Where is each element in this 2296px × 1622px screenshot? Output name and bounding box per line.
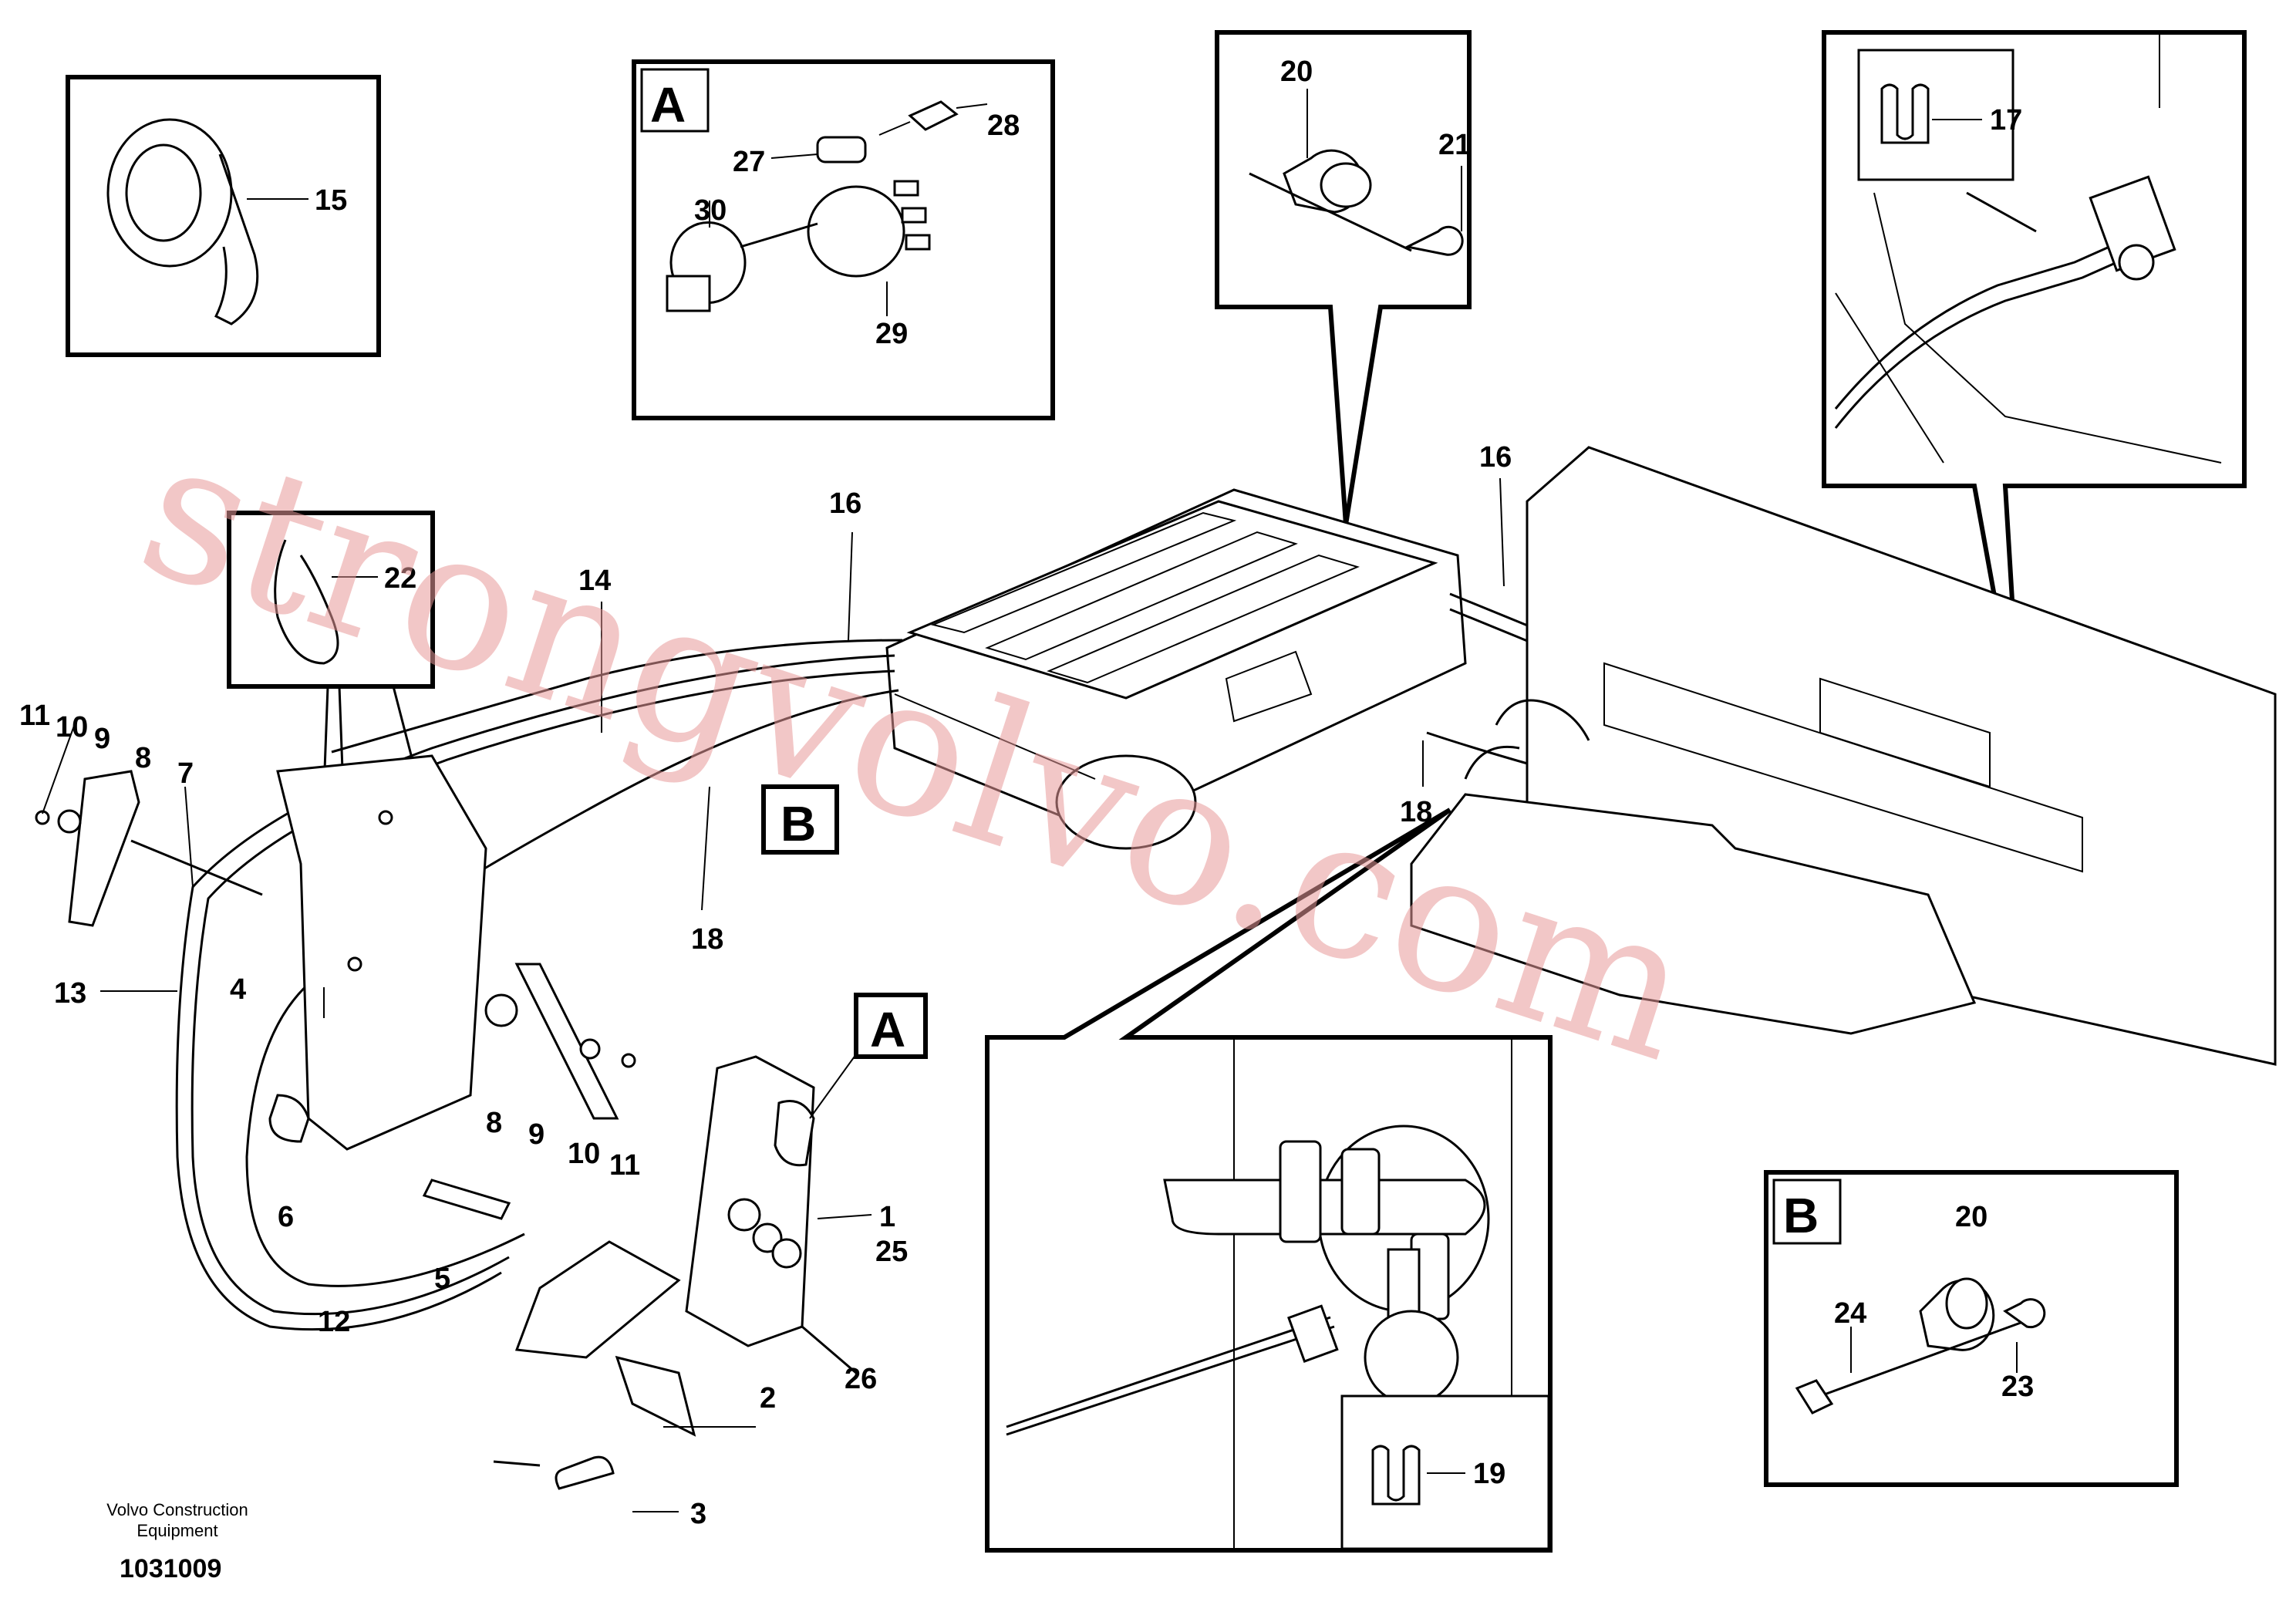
callout-8a: 8 bbox=[135, 742, 151, 774]
footer-drawing-number: 1031009 bbox=[120, 1554, 221, 1583]
dashboard-duct bbox=[1410, 446, 2277, 1066]
callout-5: 5 bbox=[434, 1263, 450, 1295]
detail-box-cable-tie bbox=[227, 511, 435, 791]
callout-3: 3 bbox=[690, 1498, 706, 1530]
callout-14: 14 bbox=[578, 565, 611, 597]
callout-27: 27 bbox=[733, 146, 765, 178]
section-label-a-detail: A bbox=[650, 77, 686, 133]
callout-11b: 11 bbox=[609, 1149, 640, 1182]
callout-9a: 9 bbox=[94, 723, 110, 755]
bracket-assembly bbox=[35, 717, 636, 1220]
callout-19: 19 bbox=[1473, 1458, 1505, 1490]
section-label-b-detail: B bbox=[1783, 1188, 1819, 1243]
callout-17: 17 bbox=[1990, 104, 2022, 137]
section-label-a-ref: A bbox=[870, 1002, 905, 1057]
callout-8b: 8 bbox=[486, 1107, 502, 1139]
callout-26: 26 bbox=[845, 1363, 877, 1395]
callout-28: 28 bbox=[987, 110, 1020, 142]
callout-6: 6 bbox=[278, 1201, 294, 1233]
callout-23: 23 bbox=[2001, 1371, 2034, 1403]
section-label-b-ref: B bbox=[781, 796, 816, 851]
detail-box-b bbox=[1764, 1170, 2179, 1487]
detail-box-clamp bbox=[1215, 30, 1472, 525]
callout-30: 30 bbox=[694, 194, 727, 227]
callout-1: 1 bbox=[879, 1201, 895, 1233]
callout-20b: 20 bbox=[1955, 1201, 1988, 1233]
callout-16b: 16 bbox=[1479, 441, 1512, 474]
callout-25: 25 bbox=[875, 1236, 908, 1268]
callout-20a: 20 bbox=[1280, 56, 1313, 88]
callout-22: 22 bbox=[384, 562, 416, 595]
section-ref-a-box bbox=[854, 993, 928, 1059]
detail-box-a bbox=[632, 59, 1055, 420]
callout-12: 12 bbox=[318, 1306, 350, 1338]
callout-2: 2 bbox=[760, 1382, 776, 1415]
callout-16a: 16 bbox=[829, 487, 861, 520]
detail-box-tape bbox=[66, 75, 381, 357]
callout-18a: 18 bbox=[691, 923, 723, 956]
callout-9b: 9 bbox=[528, 1118, 544, 1151]
callout-29: 29 bbox=[875, 318, 908, 350]
callout-13: 13 bbox=[54, 977, 86, 1010]
callout-11a: 11 bbox=[19, 700, 50, 732]
control-panel bbox=[493, 1048, 872, 1512]
detail-box-hose bbox=[985, 808, 1553, 1553]
callout-24: 24 bbox=[1834, 1297, 1866, 1330]
footer-company-line1: Volvo Construction bbox=[106, 1500, 248, 1519]
callout-21: 21 bbox=[1438, 129, 1471, 161]
callout-15: 15 bbox=[315, 184, 347, 217]
callout-10b: 10 bbox=[568, 1138, 600, 1170]
heater-unit bbox=[885, 488, 1467, 850]
detail-box-cable-end bbox=[1822, 30, 2247, 741]
footer-company-line2: Equipment bbox=[137, 1521, 217, 1540]
callout-7: 7 bbox=[177, 757, 194, 790]
section-ref-b-box bbox=[761, 784, 839, 855]
callout-4: 4 bbox=[230, 973, 246, 1006]
callout-10a: 10 bbox=[56, 711, 88, 744]
